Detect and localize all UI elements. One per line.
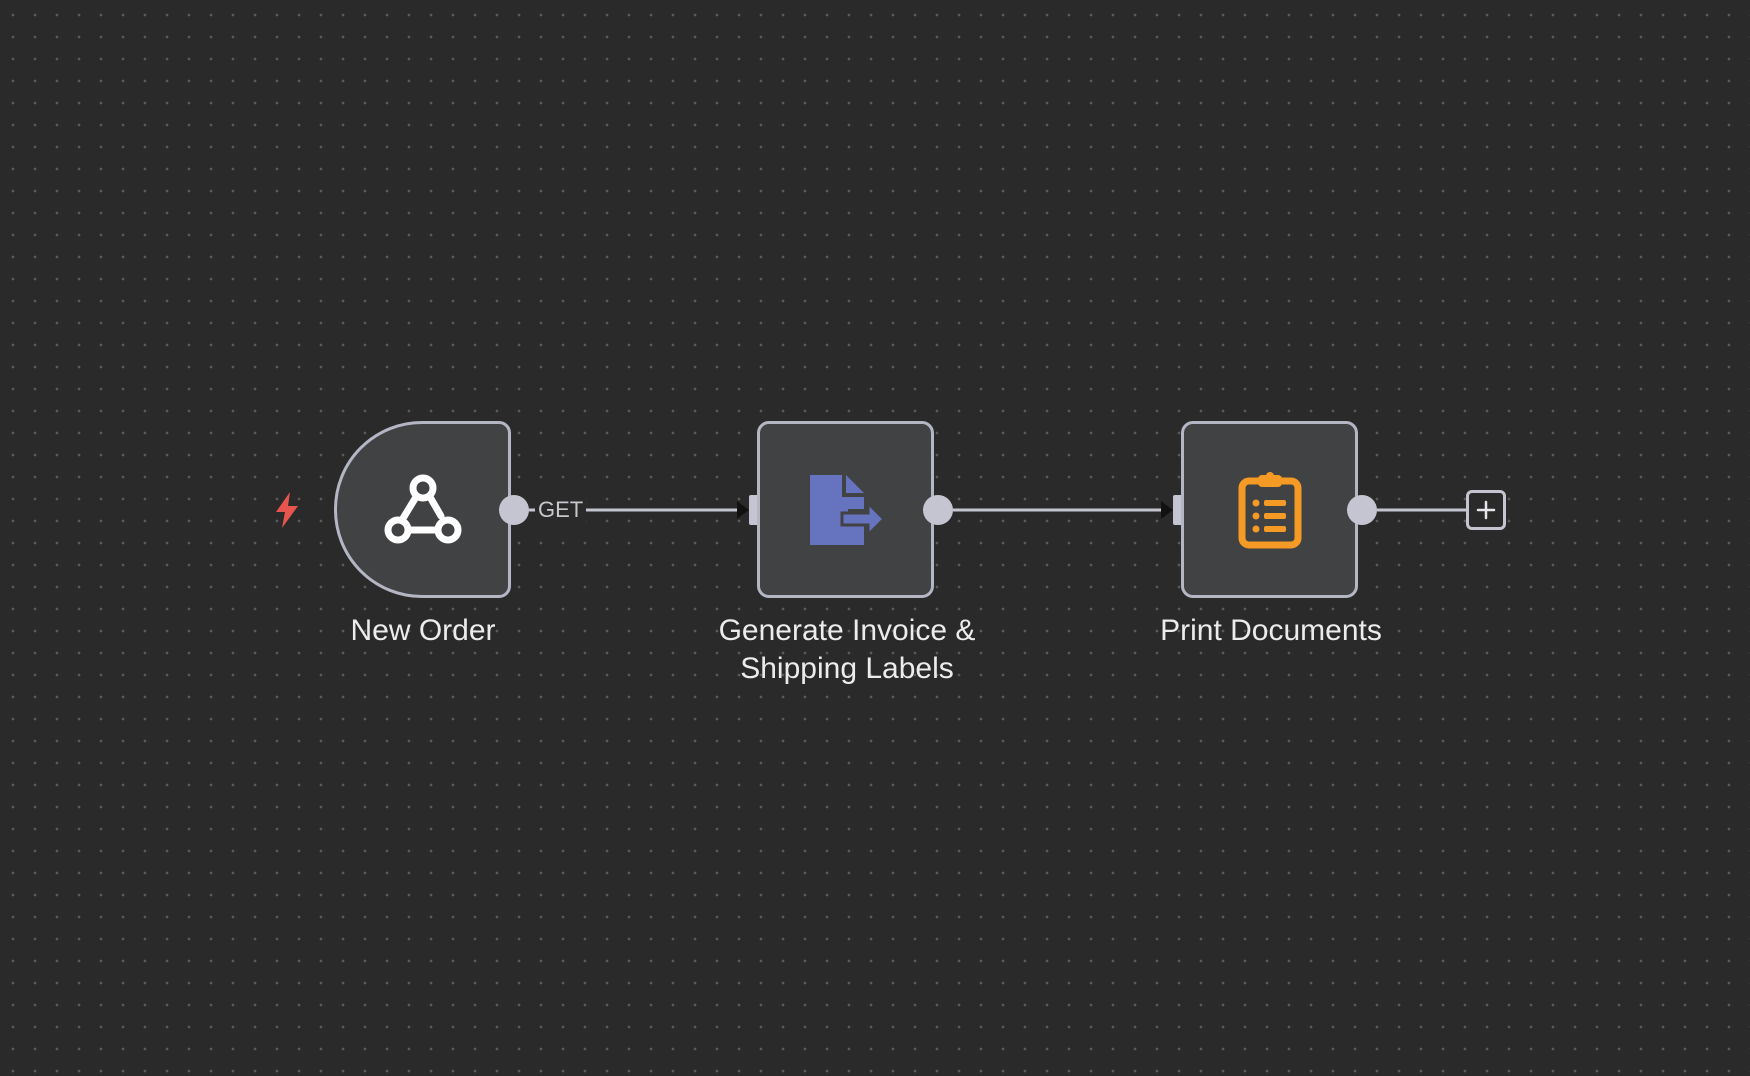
node-label-new-order: New Order [350, 614, 496, 647]
node-generate-invoice[interactable] [757, 421, 934, 598]
document-export-icon [809, 474, 886, 545]
arrowhead-print [1161, 501, 1173, 519]
clipboard-list-icon [1238, 471, 1301, 548]
arrowhead-invoice [737, 501, 749, 519]
node-label-print-documents: Print Documents [1160, 614, 1382, 647]
trigger-bolt-icon [276, 492, 298, 528]
add-node-button[interactable] [1466, 490, 1506, 530]
edge-label-get: GET [535, 496, 587, 524]
node-print-documents[interactable] [1181, 421, 1358, 598]
trigger-output-port[interactable] [499, 495, 529, 525]
print-output-port[interactable] [1347, 495, 1377, 525]
plus-icon [1476, 500, 1496, 520]
node-new-order[interactable] [334, 421, 511, 598]
webhook-icon [384, 474, 461, 543]
invoice-output-port[interactable] [923, 495, 953, 525]
node-label-generate-invoice: Generate Invoice & Shipping Labels [718, 614, 976, 685]
